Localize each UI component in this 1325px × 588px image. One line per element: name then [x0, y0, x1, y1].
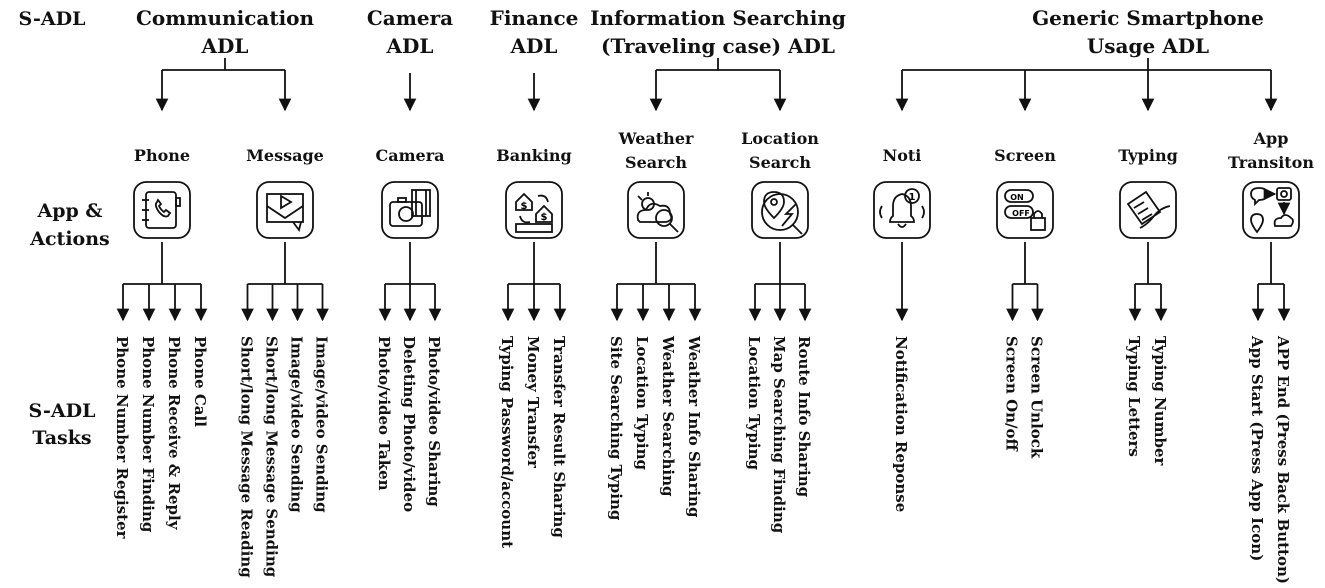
- screen-toggle-lock-icon: ON OFF: [996, 181, 1054, 239]
- svg-text:ON: ON: [1010, 193, 1024, 202]
- svg-text:$: $: [541, 212, 548, 223]
- task-label: Screen On/off: [1003, 336, 1021, 453]
- category-title: (Traveling case) ADL: [601, 34, 835, 58]
- task-label: Phone Receive & Reply: [165, 336, 183, 531]
- category-title: ADL: [386, 34, 434, 58]
- app-label: Typing: [1118, 146, 1178, 165]
- app-label: Screen: [994, 146, 1056, 165]
- category-title: ADL: [510, 34, 558, 58]
- svg-text:OFF: OFF: [1012, 209, 1030, 218]
- weather-search-icon: [627, 181, 685, 239]
- icon-glyph: [761, 191, 803, 235]
- category-title: Information Searching: [590, 6, 846, 30]
- category-title: Generic Smartphone: [1032, 6, 1264, 30]
- task-label: Typing Number: [1151, 336, 1169, 467]
- task-label: APP End (Press Back Button): [1274, 335, 1292, 584]
- app-label: Transiton: [1228, 153, 1314, 172]
- app-label: Noti: [883, 146, 922, 165]
- app-label: Banking: [496, 146, 572, 165]
- task-label: Image/video Sending: [313, 336, 331, 513]
- icon-glyph: ON OFF: [1004, 189, 1046, 231]
- app-label: Location: [741, 129, 819, 148]
- app-label: Phone: [134, 146, 190, 165]
- task-label: Phone Number Finding: [139, 336, 157, 533]
- icon-frame: [505, 181, 563, 239]
- location-search-icon: [751, 181, 809, 239]
- app-label: Weather: [618, 129, 694, 148]
- row-label-app-actions-1: App &: [36, 200, 102, 222]
- icon-frame: [996, 181, 1054, 239]
- app-label: Camera: [375, 146, 444, 165]
- category-title: Camera: [367, 6, 453, 30]
- task-label: App Start (Press App Icon): [1248, 335, 1266, 561]
- svg-text:1: 1: [909, 192, 916, 203]
- task-label: Short/long Message Reading: [238, 336, 256, 578]
- banking-icon: $ $: [505, 181, 563, 239]
- app-label: Search: [749, 153, 811, 172]
- icon-glyph: 1: [879, 188, 925, 228]
- connector-lines: [116, 58, 1291, 322]
- task-label: Deleting Photo/video: [400, 336, 418, 512]
- task-label: Phone Number Register: [113, 336, 131, 540]
- notification-bell-icon: 1: [873, 181, 931, 239]
- icon-glyph: [266, 193, 304, 233]
- icon-frame: [627, 181, 685, 239]
- task-label: Typing Password/account: [498, 336, 516, 548]
- icon-frame: [873, 181, 931, 239]
- row-label-tasks-1: S-ADL: [29, 400, 96, 422]
- category-title: ADL: [201, 34, 249, 58]
- category-title: Finance: [490, 6, 579, 30]
- task-label: Money Transfer: [524, 336, 542, 469]
- task-label: Location Typing: [633, 336, 651, 470]
- icon-glyph: [142, 191, 181, 229]
- icon-glyph: [389, 189, 431, 227]
- app-label: App: [1253, 129, 1289, 148]
- task-label: Transfer Result Sharing: [550, 336, 568, 538]
- icon-frame: [1119, 181, 1177, 239]
- task-label: Route Info Sharing: [795, 336, 813, 498]
- task-label: Site Searching Typing: [607, 336, 625, 521]
- task-label: Weather Info Sharing: [685, 335, 703, 518]
- icon-frame: [381, 181, 439, 239]
- message-envelope-icon: [256, 181, 314, 239]
- phone-book-icon: [133, 181, 191, 239]
- typing-hand-icon: [1119, 181, 1177, 239]
- task-label: Phone Call: [191, 336, 209, 427]
- app-label: Message: [246, 146, 324, 165]
- app-transition-icon: [1242, 181, 1300, 239]
- task-label: Map Searching Finding: [770, 336, 788, 534]
- icon-glyph: [1126, 190, 1171, 229]
- row-label-tasks-2: Tasks: [32, 427, 91, 449]
- task-label: Image/video Sending: [288, 336, 306, 513]
- icon-frame: [751, 181, 809, 239]
- task-label: Short/long Message Sending: [263, 336, 281, 578]
- camera-icon: [381, 181, 439, 239]
- icon-frame: [133, 181, 191, 239]
- task-label: Screen Unlock: [1028, 336, 1046, 459]
- app-label: Search: [625, 153, 687, 172]
- icon-glyph: [636, 192, 679, 233]
- row-label-app-actions-2: Actions: [29, 228, 110, 250]
- icon-glyph: $ $: [515, 192, 553, 233]
- icon-frame: [1242, 181, 1300, 239]
- task-label: Location Typing: [745, 336, 763, 470]
- task-label: Photo/video Sharing: [425, 336, 443, 507]
- category-title: Usage ADL: [1087, 34, 1209, 58]
- category-title: Communication: [136, 6, 315, 30]
- task-label: Typing Letters: [1125, 336, 1143, 457]
- icon-frame: [256, 181, 314, 239]
- row-label-s-adl: S-ADL: [19, 8, 86, 30]
- task-label: Notification Reponse: [892, 336, 910, 512]
- svg-text:$: $: [521, 201, 528, 212]
- task-label: Weather Searching: [659, 335, 677, 497]
- app-icons: $ $ 1 ON OFF: [133, 181, 1300, 239]
- task-label: Photo/video Taken: [375, 336, 393, 491]
- icon-glyph: [1250, 187, 1294, 234]
